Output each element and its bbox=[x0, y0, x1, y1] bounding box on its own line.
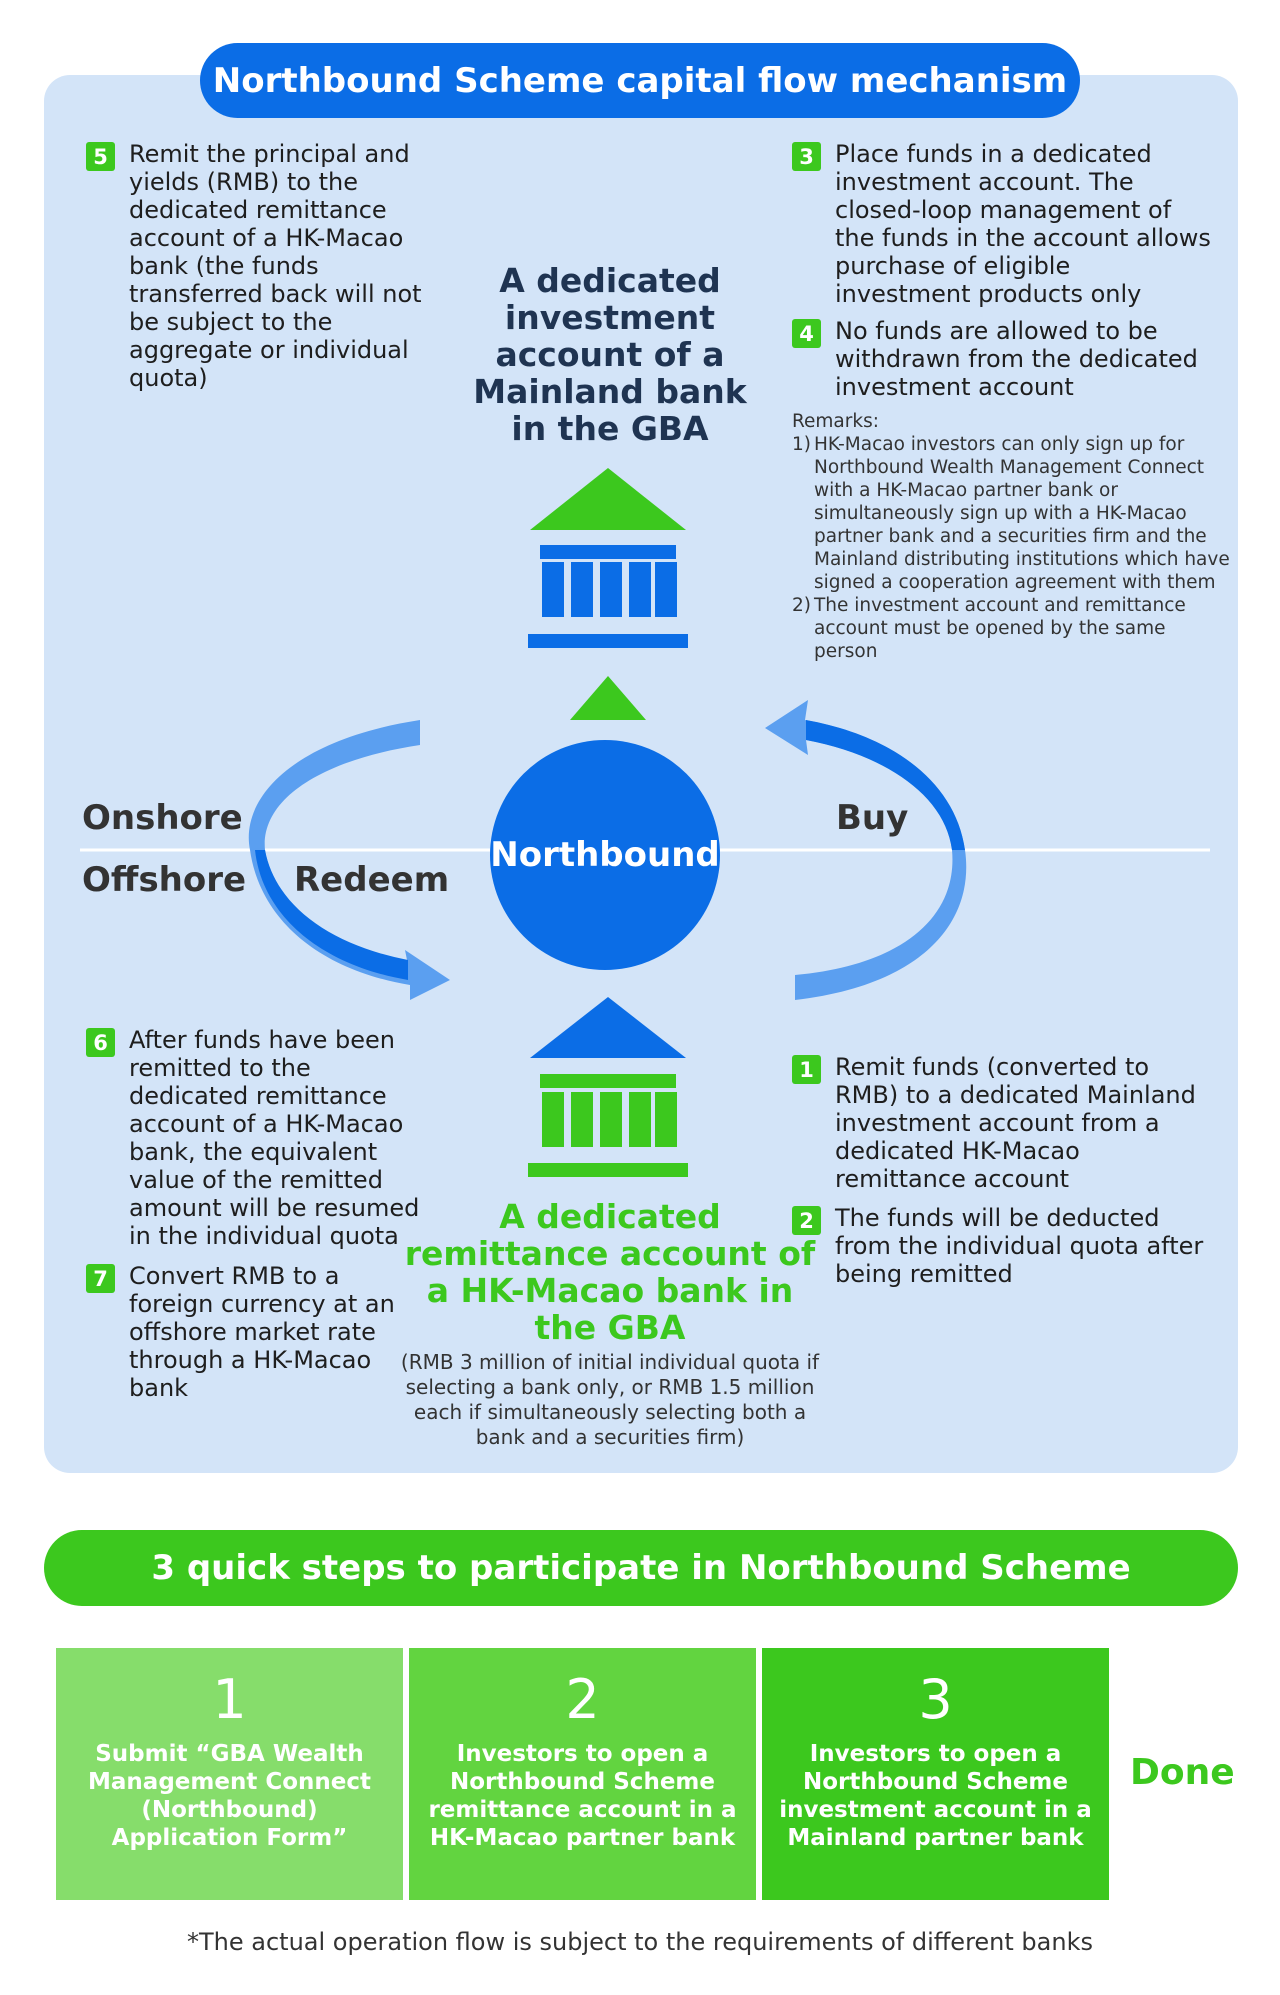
remark-text: HK-Macao investors can only sign up for … bbox=[814, 434, 1230, 593]
quick-step-2: 2 Investors to open a Northbound Scheme … bbox=[409, 1648, 756, 1900]
step-3: 3 Place funds in a dedicated investment … bbox=[792, 140, 1212, 308]
quick-step-text: Submit “GBA Wealth Management Connect (N… bbox=[88, 1741, 371, 1851]
footnote: *The actual operation flow is subject to… bbox=[187, 1928, 1093, 1956]
step-2-badge: 2 bbox=[792, 1206, 821, 1235]
step-2-text: The funds will be deducted from the indi… bbox=[835, 1204, 1204, 1288]
quick-step-text: Investors to open a Northbound Scheme in… bbox=[779, 1741, 1092, 1851]
step-6: 6 After funds have been remitted to the … bbox=[86, 1026, 431, 1250]
step-4-text: No funds are allowed to be withdrawn fro… bbox=[835, 317, 1198, 401]
page-title: Northbound Scheme capital flow mechanism bbox=[200, 43, 1080, 118]
step-4-badge: 4 bbox=[792, 319, 821, 348]
step-3-badge: 3 bbox=[792, 142, 821, 171]
redeem-label: Redeem bbox=[294, 860, 450, 900]
remark-num: 1) bbox=[792, 434, 811, 455]
step-5: 5 Remit the principal and yields (RMB) t… bbox=[86, 140, 426, 392]
step-7: 7 Convert RMB to a foreign currency at a… bbox=[86, 1262, 416, 1402]
step-6-badge: 6 bbox=[86, 1028, 115, 1057]
onshore-label: Onshore bbox=[82, 798, 243, 838]
buy-label: Buy bbox=[836, 798, 909, 838]
investment-account-title: A dedicated investment account of a Main… bbox=[473, 261, 747, 448]
step-1-text: Remit funds (converted to RMB) to a dedi… bbox=[835, 1053, 1196, 1193]
remarks: Remarks: 1) HK-Macao investors can only … bbox=[792, 410, 1232, 663]
step-7-badge: 7 bbox=[86, 1264, 115, 1293]
step-1-badge: 1 bbox=[792, 1055, 821, 1084]
quick-step-number: 2 bbox=[565, 1668, 600, 1731]
mainland-bank-icon bbox=[528, 468, 688, 648]
step-7-text: Convert RMB to a foreign currency at an … bbox=[129, 1262, 395, 1402]
redeem-arrow-lower bbox=[255, 850, 408, 980]
remark-item: 1) HK-Macao investors can only sign up f… bbox=[792, 433, 1232, 594]
remarks-title: Remarks: bbox=[792, 411, 879, 432]
northbound-label: Northbound bbox=[490, 835, 720, 875]
step-5-text: Remit the principal and yields (RMB) to … bbox=[129, 140, 422, 392]
buy-arrow-upper bbox=[806, 720, 965, 850]
quick-step-number: 1 bbox=[212, 1668, 247, 1731]
remittance-account-title: A dedicated remittance account of a HK-M… bbox=[404, 1197, 816, 1347]
quick-step-1: 1 Submit “GBA Wealth Management Connect … bbox=[56, 1648, 403, 1900]
up-arrow-triangle bbox=[570, 676, 646, 720]
remark-item: 2) The investment account and remittance… bbox=[792, 594, 1232, 663]
step-6-text: After funds have been remitted to the de… bbox=[129, 1026, 420, 1250]
quota-note: (RMB 3 million of initial individual quo… bbox=[400, 1350, 820, 1449]
northbound-circle: Northbound bbox=[490, 740, 720, 970]
step-1: 1 Remit funds (converted to RMB) to a de… bbox=[792, 1053, 1217, 1193]
quick-step-text: Investors to open a Northbound Scheme re… bbox=[428, 1741, 737, 1851]
remark-text: The investment account and remittance ac… bbox=[814, 595, 1186, 662]
step-2: 2 The funds will be deducted from the in… bbox=[792, 1204, 1217, 1288]
quick-step-3: 3 Investors to open a Northbound Scheme … bbox=[762, 1648, 1109, 1900]
hk-macao-bank-icon bbox=[528, 997, 688, 1177]
offshore-label: Offshore bbox=[82, 860, 247, 900]
remark-num: 2) bbox=[792, 595, 811, 616]
quick-step-number: 3 bbox=[918, 1668, 953, 1731]
done-label: Done bbox=[1130, 1752, 1235, 1793]
step-4: 4 No funds are allowed to be withdrawn f… bbox=[792, 317, 1212, 401]
step-3-text: Place funds in a dedicated investment ac… bbox=[835, 140, 1211, 308]
step-5-badge: 5 bbox=[86, 142, 115, 171]
quick-steps-title: 3 quick steps to participate in Northbou… bbox=[44, 1530, 1238, 1606]
